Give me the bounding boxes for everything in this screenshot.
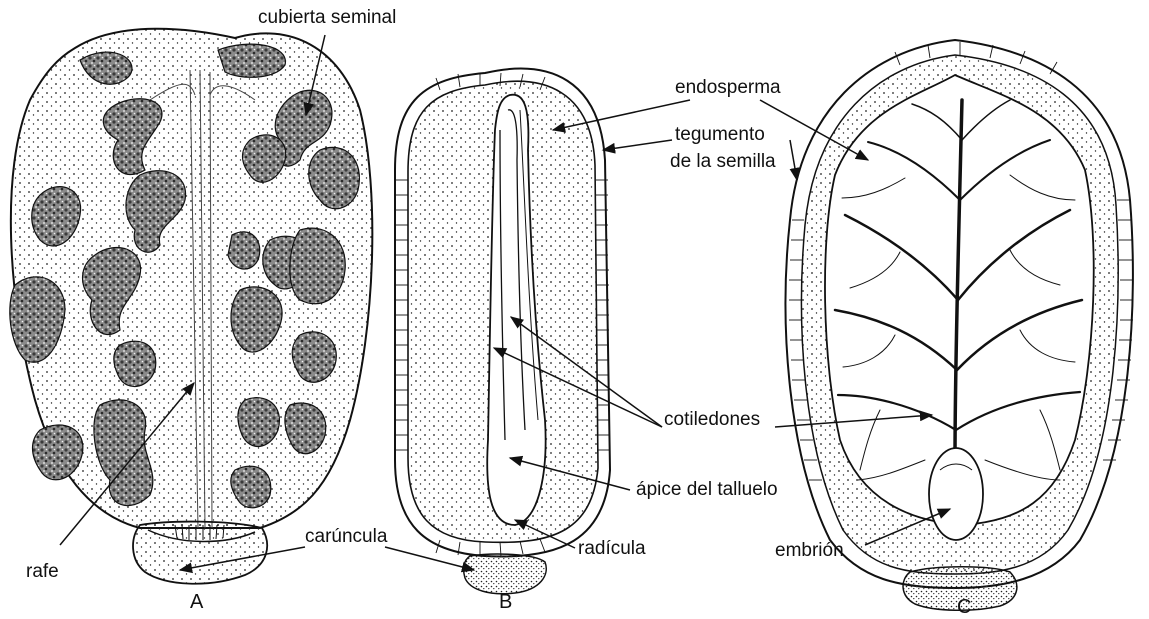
embryo-c (929, 448, 983, 540)
label-tegumento-line2: de la semilla (670, 152, 776, 172)
label-radicula: radícula (578, 539, 646, 559)
label-rafe: rafe (26, 562, 59, 582)
label-tegumento-line1: tegumento (675, 125, 765, 145)
seed-c-section (786, 40, 1133, 610)
leader-tegumento-c (790, 140, 797, 180)
panel-label-b: B (499, 591, 512, 614)
leader-tegumento-b (603, 140, 672, 150)
panel-label-a: A (190, 591, 203, 614)
label-endosperma: endosperma (675, 78, 781, 98)
label-caruncula: carúncula (305, 527, 387, 547)
label-cotiledones: cotiledones (664, 410, 760, 430)
seed-a-external (10, 29, 373, 584)
label-apice-del-talluelo: ápice del talluelo (636, 480, 778, 500)
seed-b-section (395, 69, 610, 594)
caruncle-a (133, 522, 267, 584)
label-cubierta-seminal: cubierta seminal (258, 8, 396, 28)
caruncle-b (464, 554, 547, 594)
label-embrion: embrión (775, 541, 844, 561)
